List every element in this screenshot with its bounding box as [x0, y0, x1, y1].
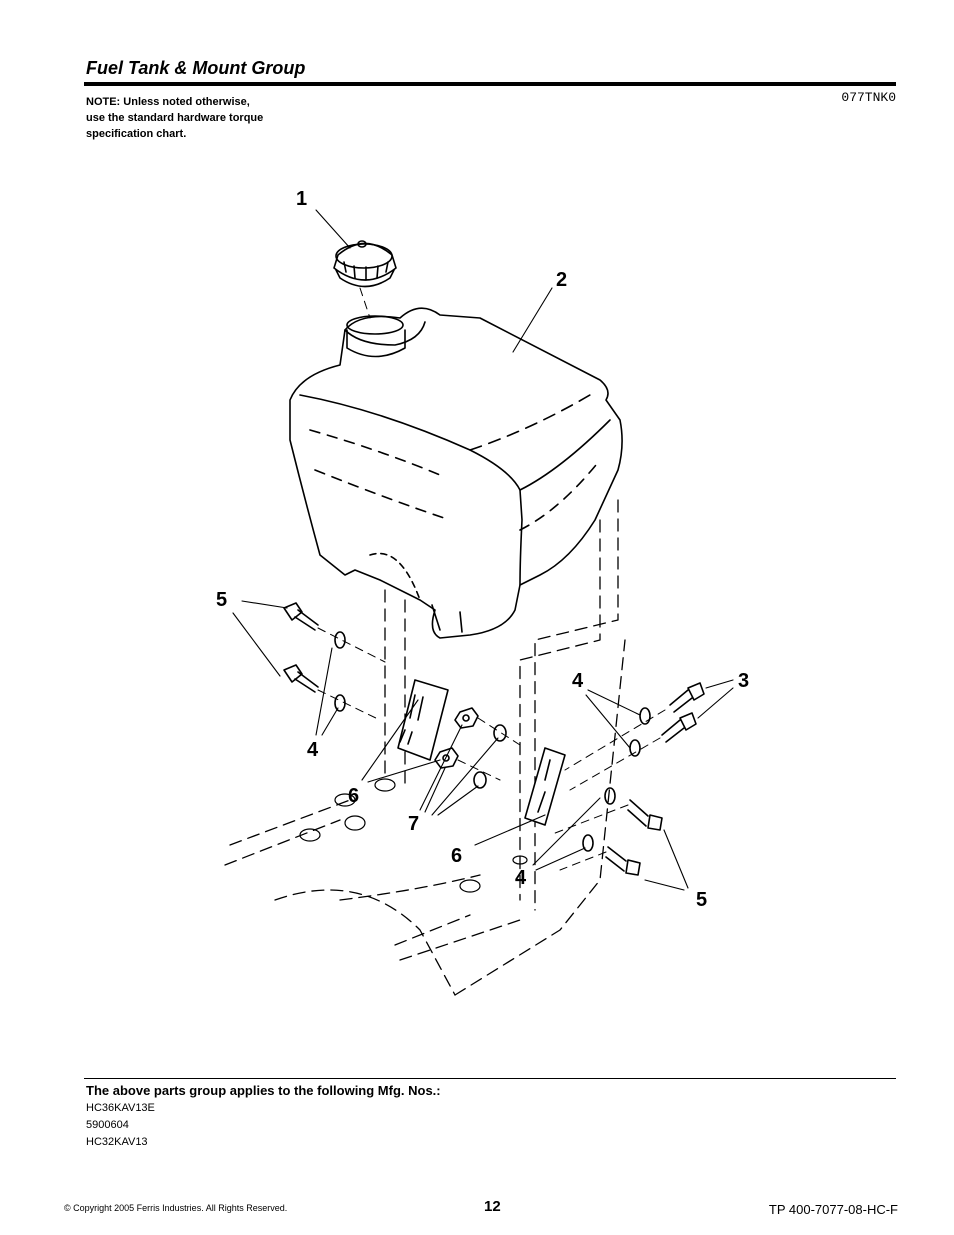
- mfg-number: 5900604: [86, 1119, 129, 1131]
- header-rule: [84, 82, 896, 86]
- note-line-3: specification chart.: [86, 128, 187, 140]
- torque-note: NOTE: Unless noted otherwise, use the st…: [86, 94, 316, 142]
- callout-4a: 4: [307, 739, 319, 761]
- right-bolts: [605, 682, 705, 876]
- frame-holes: [299, 778, 528, 893]
- hardware-axes: [317, 287, 666, 871]
- callout-4c: 4: [515, 867, 527, 889]
- note-line-1: NOTE: Unless noted otherwise,: [86, 96, 250, 108]
- fuel-tank-part: [289, 307, 623, 639]
- leader-lines: [232, 209, 734, 891]
- copyright-text: © Copyright 2005 Ferris Industries. All …: [64, 1203, 288, 1213]
- left-bolts: [283, 602, 319, 693]
- washers: [334, 631, 651, 852]
- callout-labels: 1 2 5 4 6 7 4 3 6 4 5: [216, 188, 749, 911]
- left-bracket-part: [397, 679, 449, 761]
- callout-7: 7: [408, 813, 419, 835]
- mfg-number: HC32KAV13: [86, 1136, 148, 1148]
- callout-6b: 6: [451, 845, 462, 867]
- applies-heading: The above parts group applies to the fol…: [86, 1083, 441, 1098]
- frame-rails: [224, 499, 626, 996]
- note-line-2: use the standard hardware torque: [86, 112, 264, 124]
- callout-3: 3: [738, 670, 749, 692]
- mfg-number: HC36KAV13E: [86, 1102, 155, 1114]
- page-number: 12: [484, 1198, 501, 1215]
- right-bracket-part: [524, 747, 566, 826]
- fuel-tank-diagram: 1 2 5 4 6 7 4 3 6 4 5: [216, 188, 749, 996]
- callout-6a: 6: [348, 785, 359, 807]
- callout-1: 1: [296, 188, 307, 210]
- fuel-cap-part: [333, 240, 397, 288]
- document-number: TP 400-7077-08-HC-F: [768, 1202, 898, 1217]
- page-title: Fuel Tank & Mount Group: [86, 58, 306, 78]
- diagram-code: 077TNK0: [841, 90, 896, 105]
- nuts: [434, 707, 479, 769]
- callout-5a: 5: [216, 589, 227, 611]
- callout-4b: 4: [572, 670, 584, 692]
- mfg-number-list: HC36KAV13E 5900604 HC32KAV13: [86, 1100, 155, 1151]
- callout-5b: 5: [696, 889, 707, 911]
- applies-rule: [84, 1078, 896, 1079]
- callout-2: 2: [556, 269, 567, 291]
